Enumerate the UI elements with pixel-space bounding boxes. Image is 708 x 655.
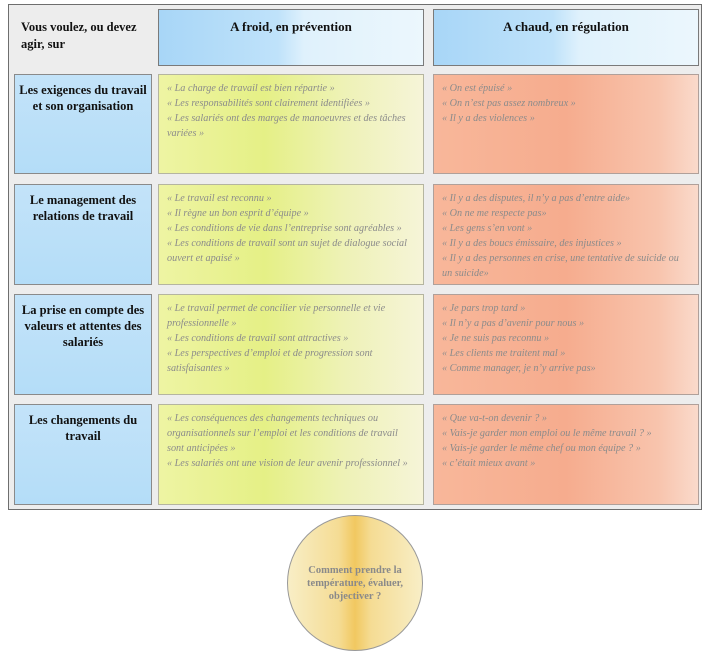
circle-text: Comment prendre la température, évaluer,… — [307, 564, 403, 602]
quote: « Les salariés ont des marges de manoeuv… — [167, 113, 406, 139]
quote: « Il y a des disputes, il n’y a pas d’en… — [442, 193, 631, 204]
quote: « Je ne suis pas reconnu » — [442, 333, 550, 344]
cell-cold-management: « Le travail est reconnu » « Il règne un… — [158, 184, 424, 285]
quote: « Les conditions de vie dans l’entrepris… — [167, 223, 402, 234]
quote: « Le travail permet de concilier vie per… — [167, 303, 386, 329]
cell-hot-changements: « Que va-t-on devenir ? » « Vais-je gard… — [433, 404, 699, 505]
quote: « On est épuisé » — [442, 83, 513, 94]
quote: « Il règne un bon esprit d’équipe » — [167, 208, 309, 219]
row-label-management: Le management des relations de travail — [14, 184, 152, 285]
quote: « Les clients me traitent mal » — [442, 348, 566, 359]
row-label-valeurs: La prise en compte des valeurs et attent… — [14, 294, 152, 395]
column-header-hot: A chaud, en régulation — [433, 9, 699, 66]
row-label-exigences: Les exigences du travail et son organisa… — [14, 74, 152, 174]
quote: « Les salariés ont une vision de leur av… — [167, 458, 408, 469]
quote: « Vais-je garder mon emploi ou le même t… — [442, 428, 652, 439]
quote: « On ne me respecte pas» — [442, 208, 547, 219]
quote: « Les conditions de travail sont un suje… — [167, 238, 407, 264]
quote: « On n’est pas assez nombreux » — [442, 98, 576, 109]
cell-cold-exigences: « La charge de travail est bien répartie… — [158, 74, 424, 174]
quote: « Comme manager, je n’y arrive pas» — [442, 363, 596, 374]
quote: « Je pars trop tard » — [442, 303, 526, 314]
quote: « Les perspectives d’emploi et de progre… — [167, 348, 373, 374]
cell-hot-management: « Il y a des disputes, il n’y a pas d’en… — [433, 184, 699, 285]
column-header-cold: A froid, en prévention — [158, 9, 424, 66]
quote: « Les responsabilités sont clairement id… — [167, 98, 370, 109]
quote: « Il n’y a pas d’avenir pour nous » — [442, 318, 585, 329]
quote: « Il y a des personnes en crise, une ten… — [442, 253, 679, 279]
quote: « Que va-t-on devenir ? » — [442, 413, 547, 424]
quote: « Les conditions de travail sont attract… — [167, 333, 349, 344]
row-label-changements: Les changements du travail — [14, 404, 152, 505]
quote: « Il y a des boucs émissaire, des injust… — [442, 238, 622, 249]
cell-hot-valeurs: « Je pars trop tard » « Il n’y a pas d’a… — [433, 294, 699, 395]
corner-label: Vous voulez, ou devez agir, sur — [21, 20, 137, 51]
cell-hot-exigences: « On est épuisé » « On n’est pas assez n… — [433, 74, 699, 174]
quote: « c’était mieux avant » — [442, 458, 536, 469]
quote: « Vais-je garder le même chef ou mon équ… — [442, 443, 641, 454]
quote: « Les conséquences des changements techn… — [167, 413, 398, 454]
quote: « Les gens s’en vont » — [442, 223, 533, 234]
quote: « Il y a des violences » — [442, 113, 535, 124]
temperature-circle: Comment prendre la température, évaluer,… — [287, 515, 423, 651]
cell-cold-changements: « Les conséquences des changements techn… — [158, 404, 424, 505]
diagram-frame: Vous voulez, ou devez agir, sur A froid,… — [8, 4, 702, 510]
quote: « La charge de travail est bien répartie… — [167, 83, 335, 94]
cell-cold-valeurs: « Le travail permet de concilier vie per… — [158, 294, 424, 395]
quote: « Le travail est reconnu » — [167, 193, 272, 204]
